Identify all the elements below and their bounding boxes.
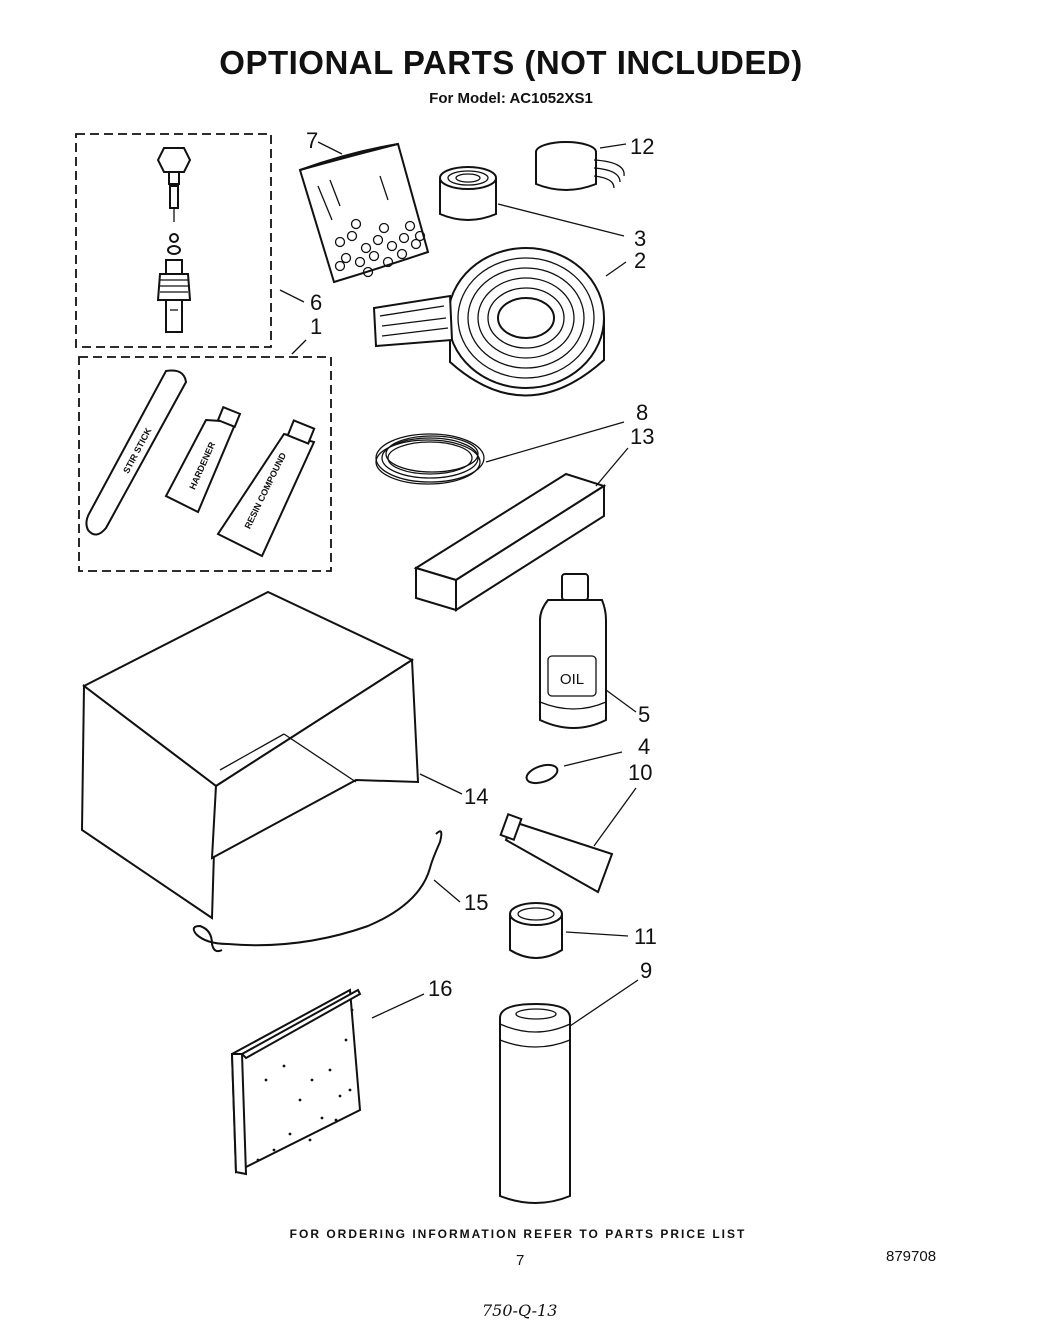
page-title: OPTIONAL PARTS (NOT INCLUDED) <box>219 44 803 81</box>
callout-15: 15 <box>464 890 488 915</box>
hardener-tube: HARDENER <box>164 405 242 514</box>
callout-3: 3 <box>634 226 646 251</box>
document-number: 879708 <box>886 1248 937 1265</box>
callout-5: 5 <box>638 702 650 727</box>
small-tape-roll <box>439 166 497 221</box>
callout-7: 7 <box>306 128 318 153</box>
ordering-info-footer: FOR ORDERING INFORMATION REFER TO PARTS … <box>289 1227 747 1241</box>
foam-strip <box>413 472 607 612</box>
callout-13: 13 <box>630 424 654 449</box>
page-number: 7 <box>516 1252 525 1269</box>
callout-11: 11 <box>634 924 657 949</box>
spray-can <box>499 1002 571 1204</box>
filter-panel <box>230 988 362 1176</box>
sealant-tube <box>499 812 614 894</box>
oil-bottle: OIL <box>539 573 607 729</box>
hardware-bag <box>298 142 430 284</box>
small-can <box>509 902 563 959</box>
valve-assembly <box>156 147 192 333</box>
callout-9: 9 <box>640 958 652 983</box>
leader-lines <box>279 141 639 1027</box>
stir-stick: STIR STICK <box>85 369 188 536</box>
window-cover <box>80 590 420 920</box>
callout-10: 10 <box>628 760 652 785</box>
callout-4: 4 <box>638 734 650 759</box>
large-tape-roll <box>372 247 605 397</box>
capsule <box>525 763 559 785</box>
callout-2: 2 <box>634 248 646 273</box>
callout-14: 14 <box>464 784 488 809</box>
band-roll <box>535 141 625 191</box>
hook-cord <box>192 830 443 953</box>
resin-compound-tube: RESIN COMPOUND <box>216 419 316 558</box>
callout-6: 6 <box>310 290 322 315</box>
wire-coil <box>375 433 485 485</box>
oil-label: OIL <box>560 671 584 688</box>
repair-kit-box <box>78 356 332 572</box>
callout-8: 8 <box>636 400 648 425</box>
callout-1: 1 <box>310 314 322 339</box>
handwritten-note: 750-Q-13 <box>482 1301 558 1320</box>
model-subtitle: For Model: AC1052XS1 <box>429 90 593 107</box>
valve-kit-box <box>75 133 272 348</box>
callout-12: 12 <box>630 134 654 159</box>
callout-16: 16 <box>428 976 452 1001</box>
